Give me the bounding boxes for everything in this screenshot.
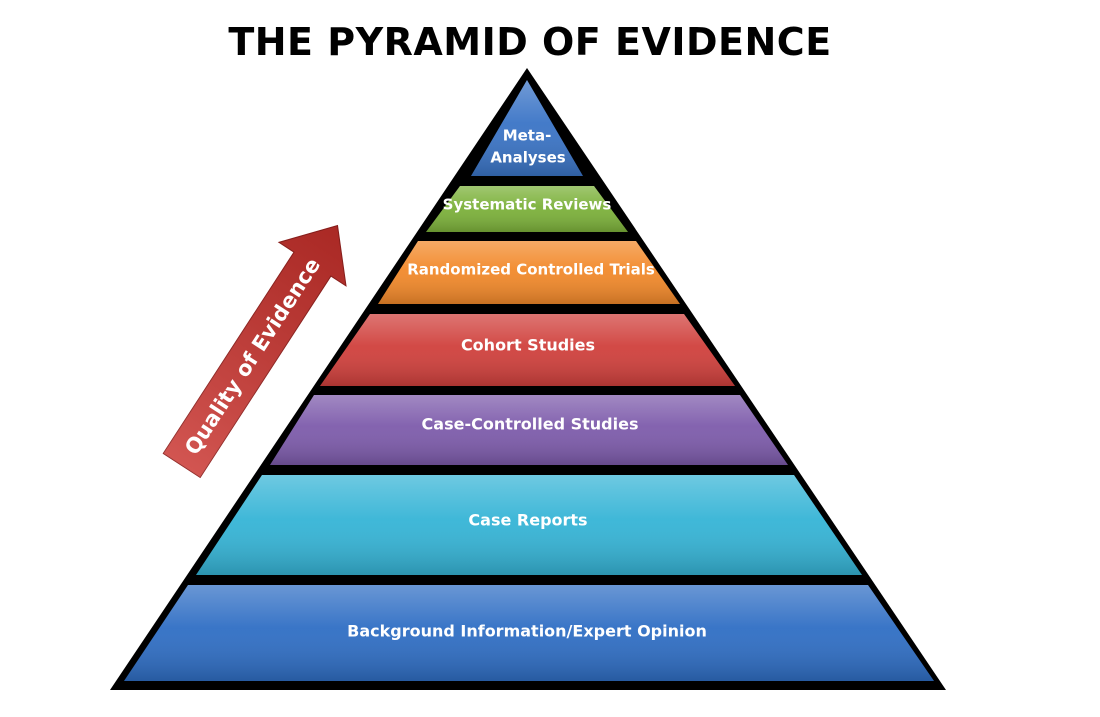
tier-meta-analyses: Meta- Analyses [471,80,583,176]
tier-meta-analyses-label: Meta- [503,127,552,145]
tier-case-controlled-studies: Case-Controlled Studies [270,395,788,465]
diagram-title: THE PYRAMID OF EVIDENCE [228,20,832,64]
tier-randomized-controlled-trials: Randomized Controlled Trials [378,241,680,304]
tier-cohort-studies: Cohort Studies [320,314,735,386]
tier-systematic-reviews-shine [426,186,628,232]
tier-background-information: Background Information/Expert Opinion [124,585,934,681]
tier-background-shine [124,585,934,681]
tier-meta-analyses-label-2: Analyses [490,149,565,167]
tier-rct-shine [378,241,680,304]
tier-rct-label: Randomized Controlled Trials [407,261,655,279]
quality-arrow-shade [163,225,347,478]
tier-case-reports-label: Case Reports [468,511,587,530]
tier-case-controlled-label: Case-Controlled Studies [422,415,639,434]
tier-background-label: Background Information/Expert Opinion [347,622,707,641]
tier-case-reports: Case Reports [196,475,862,575]
tier-cohort-studies-shine [320,314,735,386]
tier-meta-analyses-shine [471,80,583,176]
tier-cohort-studies-label: Cohort Studies [461,336,595,355]
tier-systematic-reviews-label: Systematic Reviews [443,196,612,214]
tier-case-controlled-shine [270,395,788,465]
tier-systematic-reviews: Systematic Reviews [426,186,628,232]
tier-case-reports-shine [196,475,862,575]
